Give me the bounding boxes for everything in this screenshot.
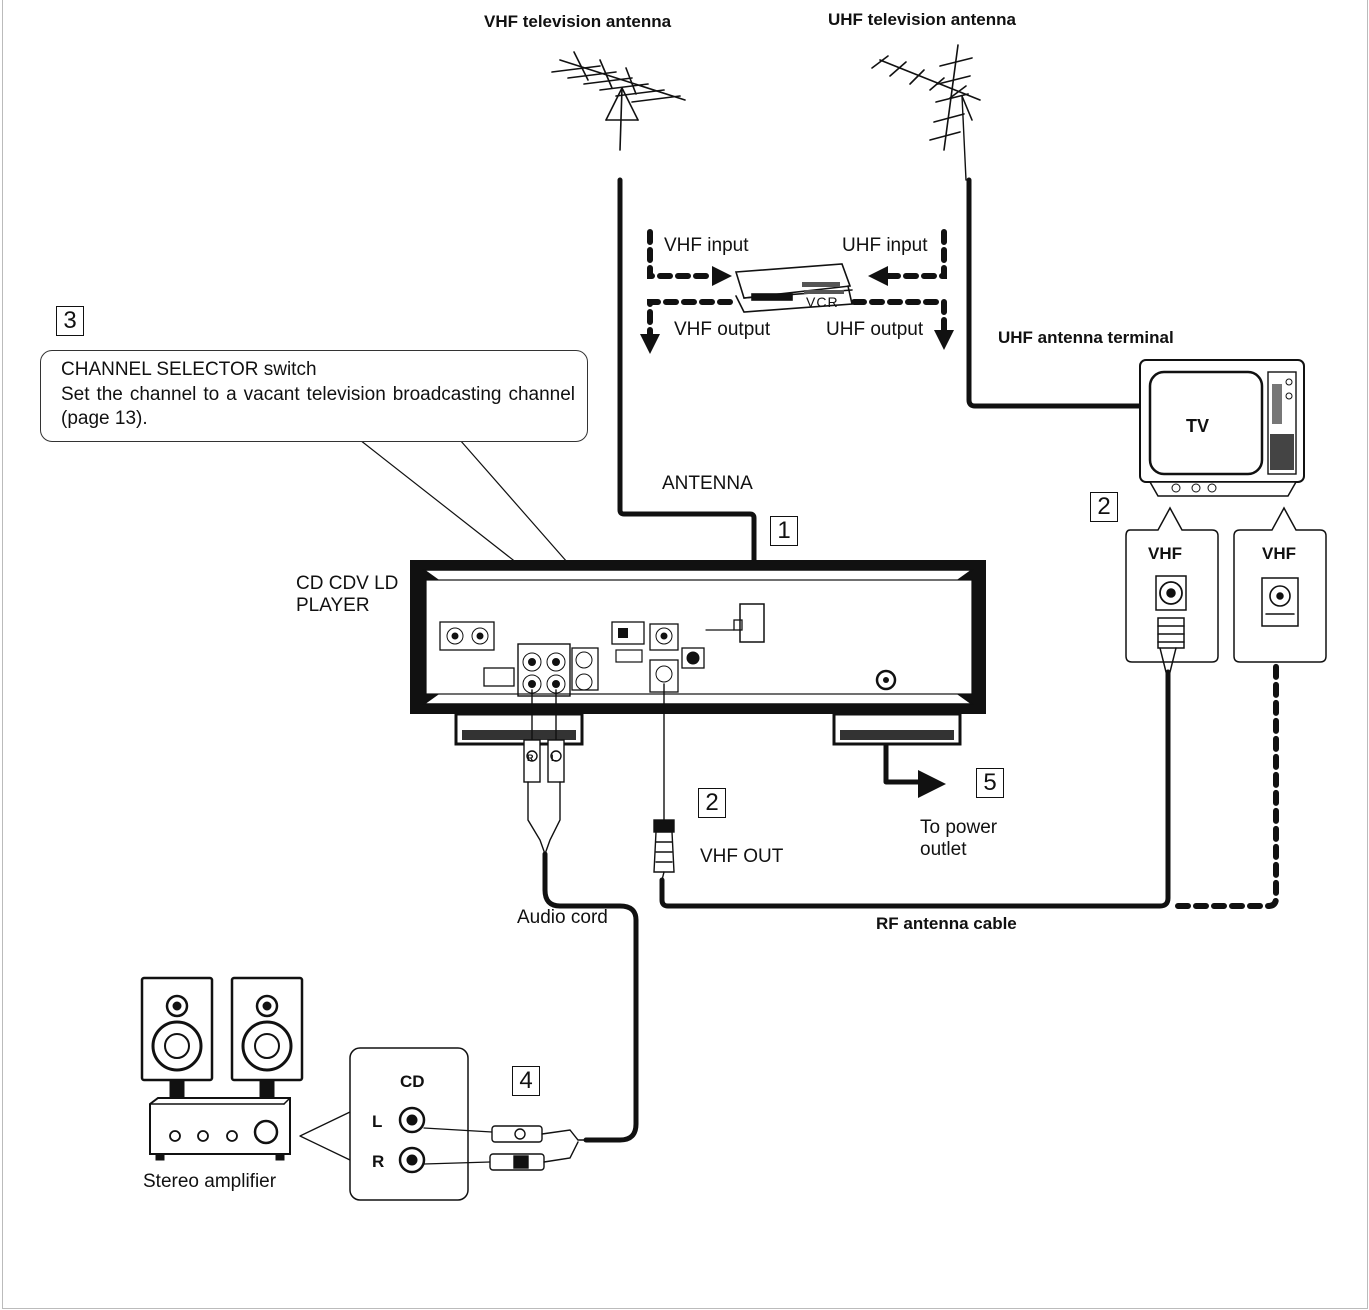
channel-selector-callout: CHANNEL SELECTOR switch Set the channel … bbox=[40, 350, 588, 442]
audio-cord bbox=[542, 851, 639, 1143]
vhf-input-path bbox=[647, 229, 715, 279]
uhf-output-label: UHF output bbox=[826, 319, 924, 340]
antenna-label: ANTENNA bbox=[662, 473, 753, 494]
uhf-antenna-terminal-label: UHF antenna terminal bbox=[998, 328, 1174, 347]
vhf-out-plug bbox=[653, 683, 675, 881]
vhf-out-label: VHF OUT bbox=[700, 846, 784, 867]
vhf-antenna-cable bbox=[617, 177, 757, 609]
step-5-marker: 5 bbox=[976, 768, 1004, 798]
callout-description: Set the channel to a vacant television b… bbox=[61, 384, 575, 429]
player-label-line2: PLAYER bbox=[296, 595, 370, 616]
left-jack-label: L bbox=[372, 1112, 383, 1131]
cd-panel-title: CD bbox=[400, 1072, 425, 1091]
right-jack-label: R bbox=[372, 1152, 385, 1171]
step-1-marker: 1 bbox=[770, 516, 798, 546]
cd-input-panel bbox=[349, 1047, 469, 1201]
vcr-label: VCR bbox=[806, 294, 839, 310]
l-plug-mark: L bbox=[551, 753, 557, 763]
tv-screen-label: TV bbox=[1186, 416, 1210, 436]
power-outlet-label-line2: outlet bbox=[920, 839, 967, 860]
power-arrow-icon bbox=[918, 770, 946, 798]
uhf-antenna-cable bbox=[966, 177, 1145, 409]
uhf-antenna-icon bbox=[871, 44, 981, 151]
audio-cord-label: Audio cord bbox=[517, 907, 608, 928]
power-outlet-label-line1: To power bbox=[920, 817, 998, 838]
vhf-output-path bbox=[647, 299, 733, 339]
uhf-antenna-label: UHF television antenna bbox=[828, 10, 1016, 29]
step-4-marker: 4 bbox=[512, 1066, 540, 1096]
tv-vhf-callouts bbox=[1125, 506, 1327, 673]
rf-antenna-cable bbox=[659, 669, 1171, 909]
vhf-label-right: VHF bbox=[1262, 544, 1296, 563]
vhf-label-left: VHF bbox=[1148, 544, 1182, 563]
rf-dashed-path bbox=[1175, 657, 1279, 909]
rf-antenna-cable-label: RF antenna cable bbox=[876, 914, 1017, 933]
uhf-output-path bbox=[851, 299, 947, 335]
vhf-antenna-label: VHF television antenna bbox=[484, 12, 672, 31]
vhf-output-label: VHF output bbox=[674, 319, 771, 340]
player-label-line1: CD CDV LD bbox=[296, 573, 399, 594]
player-rear-panel bbox=[410, 560, 986, 746]
amplifier-icon bbox=[149, 1097, 291, 1161]
uhf-input-path bbox=[885, 229, 947, 279]
stereo-amplifier-label: Stereo amplifier bbox=[143, 1171, 277, 1192]
vhf-antenna-icon bbox=[551, 51, 686, 151]
tv-icon bbox=[1139, 359, 1305, 497]
vhf-input-label: VHF input bbox=[664, 235, 749, 256]
uhf-input-label: UHF input bbox=[842, 235, 928, 256]
step-3-marker: 3 bbox=[56, 306, 84, 336]
step-2-marker: 2 bbox=[698, 788, 726, 818]
step-2-marker-tv: 2 bbox=[1090, 492, 1118, 522]
cd-audio-plugs bbox=[489, 1125, 587, 1171]
vcr-icon bbox=[734, 263, 853, 313]
r-plug-mark: R bbox=[527, 753, 534, 763]
speaker-icon bbox=[140, 976, 304, 1099]
audio-plugs bbox=[523, 689, 565, 855]
callout-title: CHANNEL SELECTOR switch bbox=[61, 359, 317, 380]
